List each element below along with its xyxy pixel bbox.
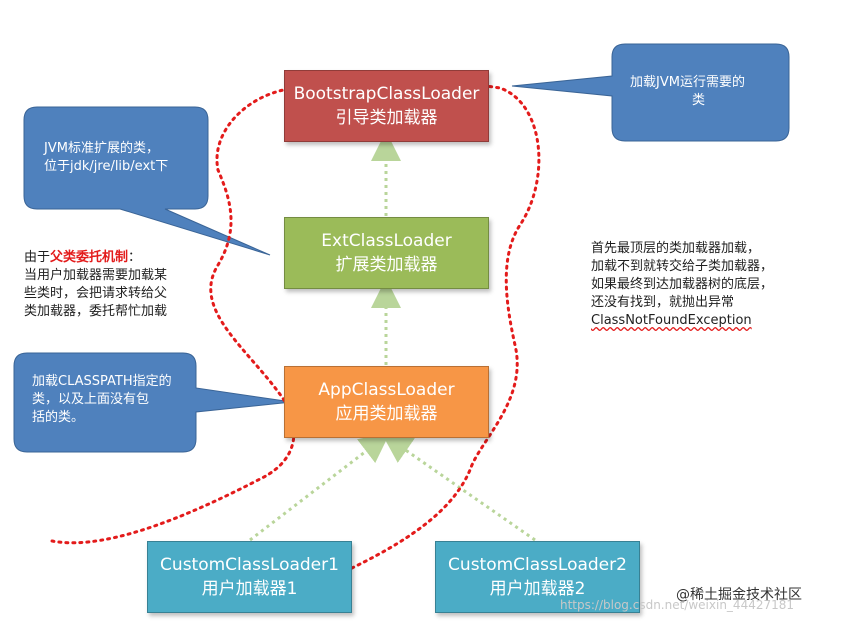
right-note-line4: 还没有找到，就抛出异常 (591, 295, 735, 310)
custom-classloader1-box: CustomClassLoader1 用户加载器1 (147, 541, 352, 613)
callout-ext-text: JVM标准扩展的类， 位于jdk/jre/lib/ext下 (44, 140, 168, 176)
app-label: 应用类加载器 (335, 404, 438, 424)
ext-classloader-box: ExtClassLoader 扩展类加载器 (284, 217, 489, 289)
callout-app-line3: 括的类。 (32, 410, 85, 425)
app-classloader-box: AppClassLoader 应用类加载器 (284, 366, 489, 438)
callout-jvm-shape (511, 43, 790, 142)
callout-ext-line1: JVM标准扩展的类， (44, 141, 159, 156)
left-note-line4: 类加载器，委托帮忙加载 (24, 304, 168, 319)
callout-ext-line2: 位于jdk/jre/lib/ext下 (44, 159, 169, 174)
arrow-custom2-to-app (381, 433, 536, 542)
left-note-line2: 当用户加载器需要加载某 (24, 268, 168, 283)
custom2-name: CustomClassLoader2 (448, 555, 627, 575)
callout-app-line1: 加载CLASSPATH指定的 (32, 374, 172, 389)
callout-jvm-line2: 类 (692, 93, 706, 108)
custom-classloader2-box: CustomClassLoader2 用户加载器2 (435, 541, 640, 613)
right-note-line2: 加载不到就转交给子类加载器， (591, 259, 774, 274)
ext-name: ExtClassLoader (321, 231, 452, 251)
bootstrap-name: BootstrapClassLoader (293, 84, 480, 104)
left-note-line1: 由于父类委托机制： (24, 249, 167, 267)
watermark-url: https://blog.csdn.net/weixin_44427181 (560, 598, 795, 612)
left-note-line3: 些类时，会把请求转给父 (24, 286, 168, 301)
right-note-line1: 首先最顶层的类加载器加载， (591, 241, 761, 256)
right-note-line3: 如果最终到达加载器树的底层， (591, 277, 774, 292)
custom2-label: 用户加载器2 (489, 579, 586, 599)
left-note: 由于父类委托机制： 当用户加载器需要加载某 些类时，会把请求转给父 类加载器，委… (24, 249, 167, 321)
custom1-name: CustomClassLoader1 (160, 555, 339, 575)
custom1-label: 用户加载器1 (201, 579, 298, 599)
left-note-prefix: 由于 (24, 250, 51, 265)
left-note-highlight: 父类委托机制 (50, 250, 129, 265)
callout-app-line2: 类，以及上面没有包 (32, 392, 150, 407)
arrow-custom1-to-app (249, 432, 390, 542)
watermark-brand: @稀土掘金技术社区 (676, 587, 802, 603)
callout-ext-shape (23, 106, 271, 256)
right-note-line5: ClassNotFoundException (591, 313, 752, 328)
bootstrap-classloader-box: BootstrapClassLoader 引导类加载器 (284, 70, 489, 142)
callout-app-text: 加载CLASSPATH指定的 类，以及上面没有包 括的类。 (32, 373, 172, 427)
callout-jvm-text: 加载JVM运行需要的 类 (630, 74, 745, 110)
callout-app-shape (13, 352, 293, 453)
ext-label: 扩展类加载器 (335, 255, 438, 275)
callout-jvm-line1: 加载JVM运行需要的 (630, 75, 745, 90)
left-note-suffix: ： (128, 250, 142, 265)
right-note: 首先最顶层的类加载器加载， 加载不到就转交给子类加载器， 如果最终到达加载器树的… (591, 240, 773, 330)
bootstrap-label: 引导类加载器 (335, 108, 438, 128)
app-name: AppClassLoader (318, 380, 455, 400)
